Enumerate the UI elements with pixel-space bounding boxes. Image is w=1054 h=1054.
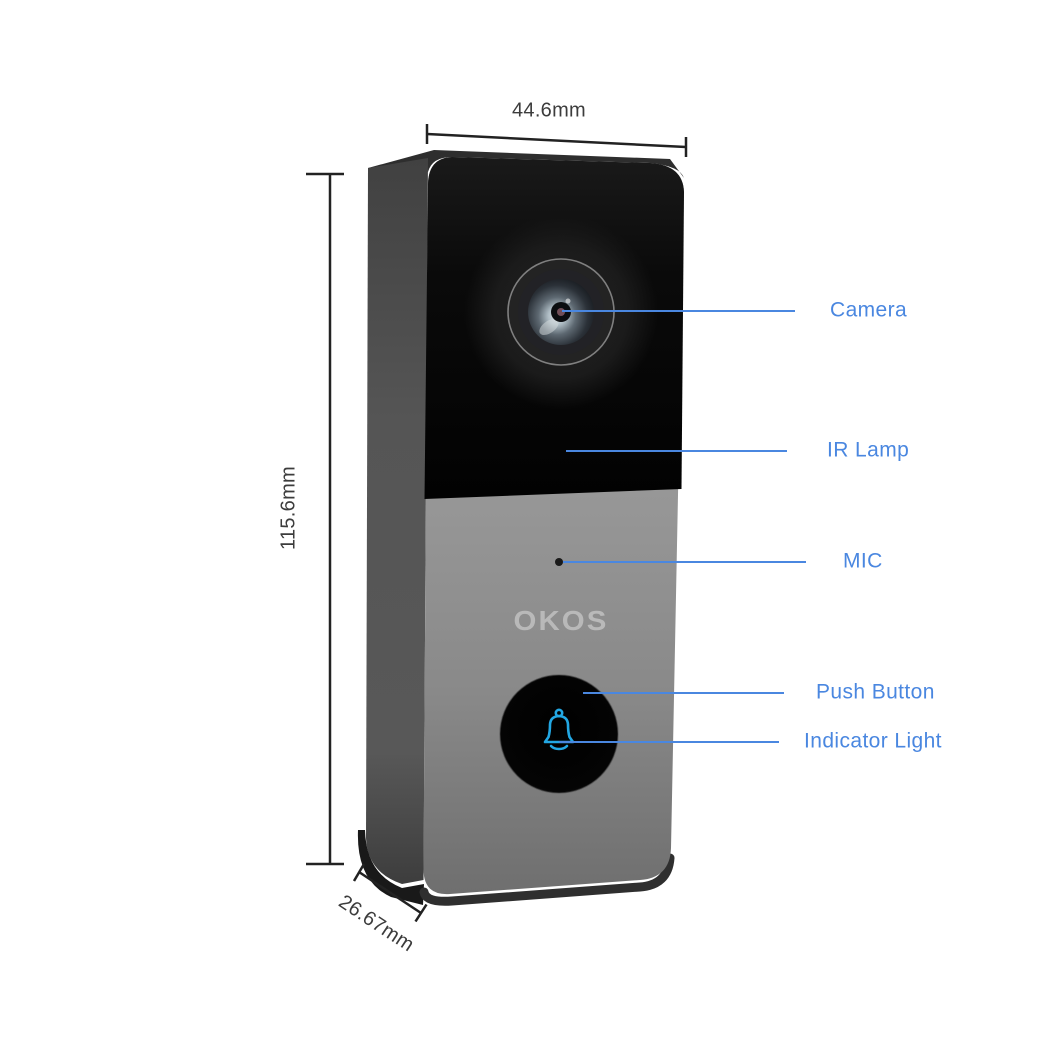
height-dimension-line [306, 172, 344, 866]
callout-indicator-light-label: Indicator Light [804, 729, 942, 753]
brand-logo: OKOS [513, 605, 609, 636]
device-bottom-edge [357, 830, 424, 905]
device-bottom-rim [419, 853, 675, 906]
callout-mic-label: MIC [843, 549, 883, 573]
device-side-face [366, 158, 428, 884]
mic-hole [555, 558, 563, 566]
callout-camera-label: Camera [830, 298, 908, 322]
height-dimension-label: 115.6mm [277, 466, 300, 550]
callout-push-button-label: Push Button [816, 680, 935, 704]
callout-ir-lamp-label: IR Lamp [827, 438, 910, 462]
lens-highlight [565, 298, 571, 304]
device-top-face [368, 150, 684, 178]
width-dimension-line [425, 124, 688, 157]
depth-dimension-line [352, 863, 428, 923]
bell-icon [543, 708, 575, 751]
width-dimension-label: 44.6mm [511, 99, 587, 122]
push-button [499, 674, 619, 794]
lens-reflection [539, 319, 559, 335]
